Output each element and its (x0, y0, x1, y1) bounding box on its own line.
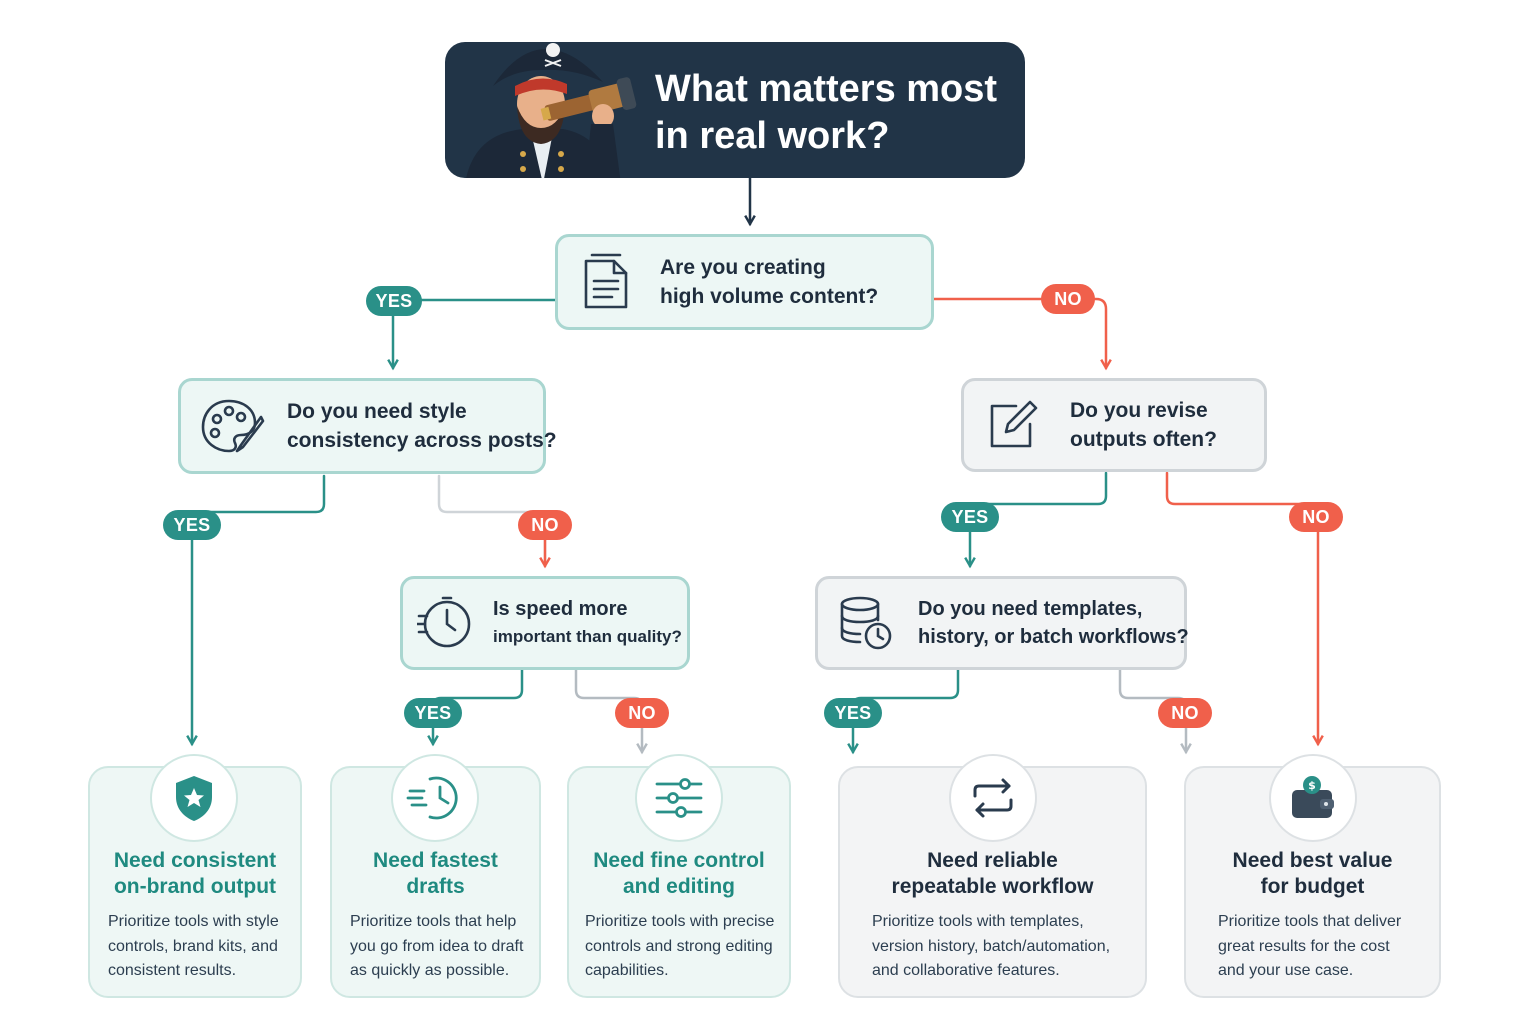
question-text-line: Are you creating (660, 256, 826, 279)
outcome-title-line: Need fine control (593, 849, 765, 872)
question-text-line: Do you revise (1070, 399, 1208, 422)
q1-yes-pill: YES (366, 286, 422, 316)
outcome-description-line: and collaborative features. (872, 962, 1060, 979)
q5-yes-pill: YES (824, 698, 882, 728)
question-text-line: Do you need templates, (918, 598, 1143, 620)
header-title-line-2: in real work? (655, 115, 890, 157)
outcome-description: Prioritize tools that help you go from i… (350, 910, 523, 984)
outcome-description-line: Prioritize tools with precise (585, 913, 775, 930)
question-text-line: outputs often? (1070, 428, 1217, 451)
header-banner: What matters most in real work? (445, 42, 1025, 178)
outcome-title-line: Need reliable (927, 849, 1058, 872)
outcome-title: Need consistent on-brand output (90, 848, 300, 900)
outcome-description-line: and your use case. (1218, 962, 1354, 979)
fast-clock-icon (391, 754, 479, 842)
outcome-description-line: Prioritize tools with style (108, 913, 279, 930)
document-icon (580, 251, 636, 313)
q3-yes-pill: YES (941, 502, 999, 532)
database-clock-icon (838, 594, 894, 652)
outcome-description: Prioritize tools with precise controls a… (585, 910, 774, 984)
wallet-icon: $ (1269, 754, 1357, 842)
outcome-title-line: Need consistent (113, 849, 277, 872)
connector-q1-no (932, 297, 1106, 368)
outcome-description: Prioritize tools with templates, version… (872, 910, 1110, 984)
outcome-title-line: Need best value (1232, 849, 1393, 872)
outcome-title: Need fastest drafts (332, 848, 539, 900)
palette-icon (199, 395, 265, 457)
outcome-title: Need best value for budget (1186, 848, 1439, 900)
question-text-line: important than quality? (493, 627, 682, 646)
sliders-icon (635, 754, 723, 842)
outcome-description: Prioritize tools with style controls, br… (108, 910, 279, 984)
question-revise-often: Do you revise outputs often? (961, 378, 1267, 472)
q3-no-pill: NO (1289, 502, 1343, 532)
outcome-title: Need fine control and editing (569, 848, 789, 900)
outcome-description: Prioritize tools that deliver great resu… (1218, 910, 1401, 984)
outcome-description-line: controls and strong editing (585, 937, 773, 955)
q4-no-pill: NO (615, 698, 669, 728)
outcome-description-line: controls, brand kits, and (108, 937, 278, 955)
outcome-title-line: drafts (406, 875, 465, 898)
svg-text:$: $ (1308, 779, 1316, 792)
q4-yes-pill: YES (404, 698, 462, 728)
outcome-description-line: capabilities. (585, 962, 669, 979)
timer-icon (417, 596, 473, 650)
pirate-telescope-icon (466, 43, 637, 178)
outcome-title-line: on-brand output (113, 875, 277, 898)
outcome-title: Need reliable repeatable workflow (840, 848, 1145, 900)
outcome-description-line: Prioritize tools that help (350, 913, 517, 930)
header-title: What matters most in real work? (655, 66, 1005, 160)
question-text-line: Do you need style (287, 400, 467, 423)
outcome-description-line: you go from idea to draft (350, 937, 524, 955)
question-text-line: consistency across posts? (287, 429, 557, 452)
question-text-line: Is speed more (493, 598, 628, 620)
question-speed-vs-quality: Is speed more important than quality? (400, 576, 690, 670)
question-templates-history: Do you need templates, history, or batch… (815, 576, 1189, 670)
outcome-description-line: Prioritize tools that deliver (1218, 913, 1402, 930)
outcome-description-line: great results for the cost (1218, 937, 1390, 955)
outcome-card-best-value: Need best value for budget Prioritize to… (1184, 766, 1441, 998)
outcome-title-line: and editing (623, 875, 735, 898)
q2-no-pill: NO (518, 510, 572, 540)
outcome-description-line: as quickly as possible. (350, 962, 510, 979)
q2-yes-pill: YES (163, 510, 221, 540)
question-style-consistency: Do you need style consistency across pos… (178, 378, 557, 474)
edit-icon (986, 398, 1040, 452)
outcome-title-line: for budget (1260, 875, 1365, 898)
repeat-icon (949, 754, 1037, 842)
outcome-description-line: consistent results. (108, 962, 237, 979)
outcome-title-line: repeatable workflow (891, 875, 1094, 898)
q5-no-pill: NO (1158, 698, 1212, 728)
header-title-line-1: What matters most (655, 68, 998, 110)
question-text-line: history, or batch workflows? (918, 626, 1189, 648)
outcome-title-line: Need fastest (373, 849, 498, 872)
shield-star-icon (150, 754, 238, 842)
outcome-description-line: version history, batch/automation, (872, 937, 1111, 955)
question-text-line: high volume content? (660, 285, 879, 308)
question-high-volume: Are you creating high volume content? (555, 234, 934, 330)
q1-no-pill: NO (1041, 284, 1095, 314)
outcome-description-line: Prioritize tools with templates, (872, 913, 1084, 930)
